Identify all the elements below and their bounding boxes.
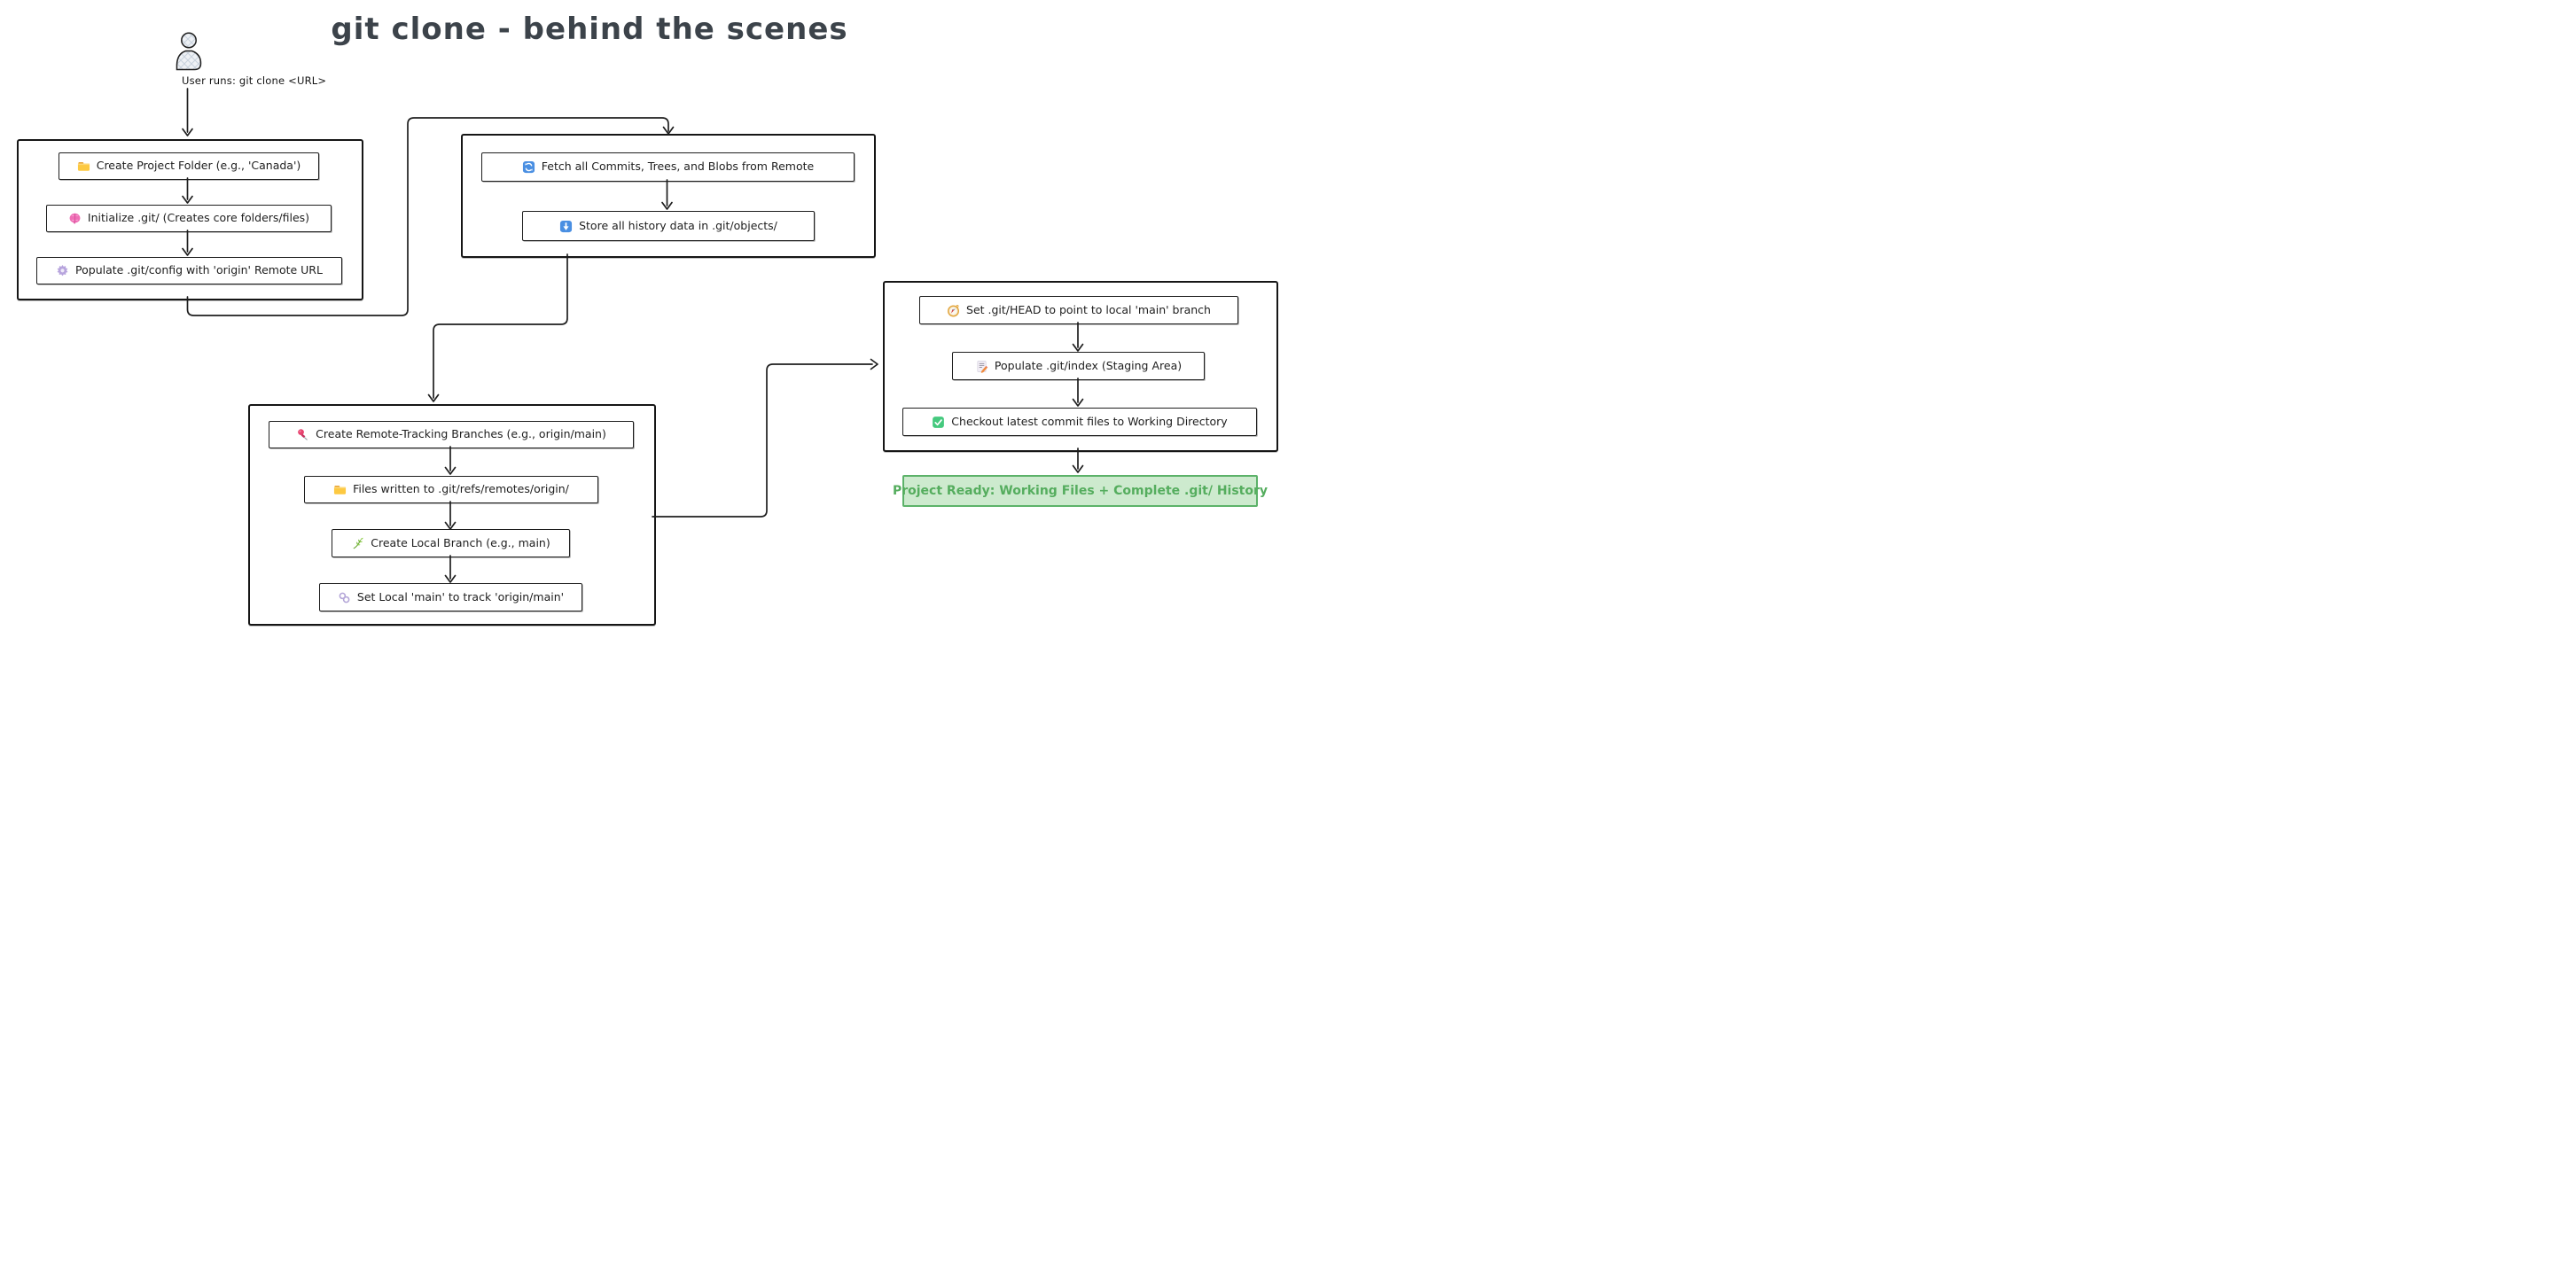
connector-branching-to-checkout	[652, 358, 878, 518]
step-fetch-objects: Fetch all Commits, Trees, and Blobs from…	[481, 152, 855, 182]
diagram-title: git clone - behind the scenes	[331, 12, 848, 47]
link-icon	[338, 591, 351, 604]
step-create-local-branch: Create Local Branch (e.g., main)	[332, 529, 570, 557]
herb-icon	[351, 537, 364, 550]
gear-icon	[56, 264, 69, 277]
step-populate-config: Populate .git/config with 'origin' Remot…	[36, 257, 342, 284]
arrow-checkout-to-result	[1072, 448, 1084, 473]
step-label: Set Local 'main' to track 'origin/main'	[356, 589, 565, 603]
step-label: Create Project Folder (e.g., 'Canada')	[96, 159, 301, 173]
result-label: Project Ready: Working Files + Complete …	[892, 484, 1268, 498]
step-label: Initialize .git/ (Creates core folders/f…	[87, 211, 310, 225]
memo-icon	[975, 360, 988, 373]
pushpin-icon	[296, 428, 309, 441]
brain-icon	[68, 212, 82, 225]
step-write-refs: Files written to .git/refs/remotes/origi…	[304, 476, 598, 503]
step-label: Create Remote-Tracking Branches (e.g., o…	[316, 427, 606, 441]
folder-icon	[77, 160, 90, 173]
step-populate-index: Populate .git/index (Staging Area)	[952, 352, 1205, 380]
arrow-user-to-local-setup	[182, 88, 193, 136]
refresh-icon	[522, 160, 535, 174]
check-icon	[932, 416, 945, 429]
connector-fetch-to-branching	[427, 253, 568, 402]
step-label: Create Local Branch (e.g., main)	[371, 535, 550, 549]
step-set-tracking: Set Local 'main' to track 'origin/main'	[319, 583, 582, 611]
step-label: Checkout latest commit files to Working …	[951, 414, 1228, 428]
step-create-project-folder: Create Project Folder (e.g., 'Canada')	[59, 152, 319, 180]
compass-icon	[947, 304, 960, 317]
step-label: Set .git/HEAD to point to local 'main' b…	[966, 302, 1211, 316]
step-store-history: Store all history data in .git/objects/	[522, 211, 815, 241]
step-label: Fetch all Commits, Trees, and Blobs from…	[541, 160, 815, 174]
step-remote-tracking-branches: Create Remote-Tracking Branches (e.g., o…	[269, 421, 634, 448]
folder-icon	[333, 483, 347, 496]
step-label: Files written to .git/refs/remotes/origi…	[353, 482, 569, 496]
step-label: Populate .git/index (Staging Area)	[994, 358, 1183, 372]
result-banner: Project Ready: Working Files + Complete …	[893, 475, 1268, 507]
step-initialize-git: Initialize .git/ (Creates core folders/f…	[46, 205, 332, 232]
download-icon	[559, 220, 573, 233]
diagram-canvas: git clone - behind the scenes User runs:…	[0, 0, 1288, 639]
step-checkout-files: Checkout latest commit files to Working …	[902, 408, 1257, 436]
step-label: Populate .git/config with 'origin' Remot…	[75, 263, 323, 277]
step-label: Store all history data in .git/objects/	[579, 218, 777, 232]
step-set-head: Set .git/HEAD to point to local 'main' b…	[919, 296, 1238, 324]
actor-caption: User runs: git clone <URL>	[182, 74, 327, 87]
